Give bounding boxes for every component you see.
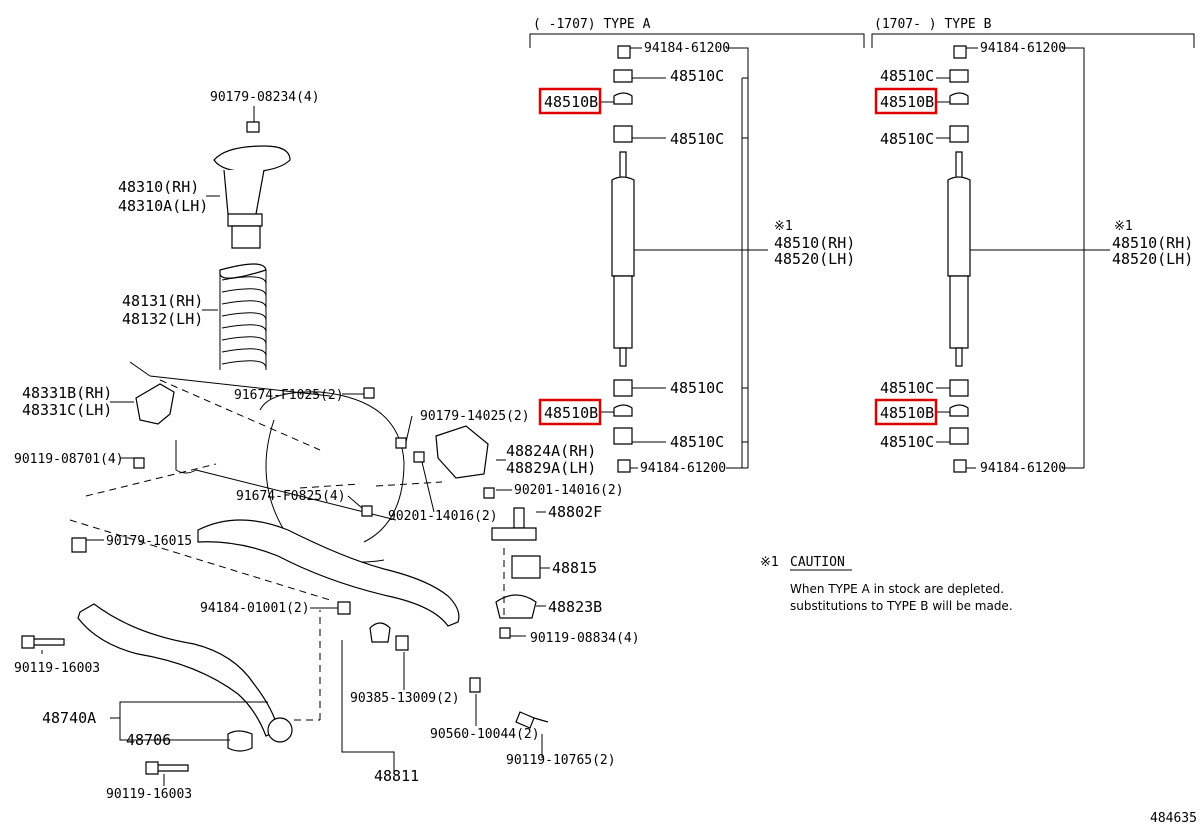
label-90119-16003-a: 90119-16003 (14, 661, 100, 676)
stabilizer-bar (197, 519, 460, 627)
figure-id: 484635 (1150, 811, 1197, 826)
label-91674-f0825: 91674-F0825(4) (236, 489, 346, 504)
label-90119-08834: 90119-08834(4) (530, 631, 640, 646)
caution-mark: ※1 (760, 555, 779, 570)
label-48331b-rh: 48331B(RH) (22, 384, 112, 402)
caution-line-2: substitutions to TYPE B will be made. (790, 599, 1013, 613)
label-90119-10765: 90119-10765(2) (506, 753, 616, 768)
label-48132-lh: 48132(LH) (122, 310, 203, 328)
label-90119-08701: 90119-08701(4) (14, 452, 124, 467)
label-90385-13009: 90385-13009(2) (350, 691, 460, 706)
highlight-b-48510b-top (874, 87, 938, 115)
b-note-mark: ※1 (1114, 219, 1133, 234)
type-b-header: (1707- ) TYPE B (874, 17, 992, 32)
caution-title: CAUTION (790, 555, 845, 570)
a-label-48510c-4: 48510C (670, 433, 724, 451)
b-label-48510c-1: 48510C (880, 67, 934, 85)
b-label-48510b-2: 48510B (880, 404, 934, 422)
b-label-48510c-3: 48510C (880, 379, 934, 397)
frame-rail (129, 361, 397, 563)
upper-spring-seat (213, 121, 291, 249)
label-90179-16015: 90179-16015 (106, 534, 192, 549)
b-label-48510-rh: 48510(RH) (1112, 234, 1193, 252)
label-48824a-rh: 48824A(RH) (506, 442, 596, 460)
type-a-header: ( -1707) TYPE A (533, 17, 651, 32)
label-48131-rh: 48131(RH) (122, 292, 203, 310)
coil-spring (219, 263, 267, 370)
b-label-48510b-1: 48510B (880, 93, 934, 111)
bump-stopper-bracket (135, 383, 175, 425)
label-90179-08234: 90179-08234(4) (210, 90, 320, 105)
label-48815: 48815 (552, 559, 597, 577)
a-label-48510b-2: 48510B (544, 404, 598, 422)
label-48823b: 48823B (548, 598, 602, 616)
type-b-shock-absorber (947, 45, 971, 473)
b-label-48520-lh: 48520(LH) (1112, 250, 1193, 268)
bushing-bracket (435, 425, 489, 479)
highlight-b-48510b-bottom (874, 398, 938, 426)
b-label-94184-bot: 94184-61200 (980, 461, 1066, 476)
highlight-a-48510b-bottom (538, 398, 602, 426)
label-48706: 48706 (126, 731, 171, 749)
b-label-48510c-2: 48510C (880, 130, 934, 148)
label-90119-16003-b: 90119-16003 (106, 787, 192, 802)
a-note-mark: ※1 (774, 219, 793, 234)
label-90179-14025: 90179-14025(2) (420, 409, 530, 424)
stabilizer-link (369, 622, 409, 651)
a-label-48510c-2: 48510C (670, 130, 724, 148)
a-label-48510b-1: 48510B (544, 93, 598, 111)
a-label-94184-top: 94184-61200 (644, 41, 730, 56)
caution-line-1: When TYPE A in stock are depleted. (790, 582, 1004, 596)
a-label-48520-lh: 48520(LH) (774, 250, 855, 268)
label-48802f: 48802F (548, 503, 602, 521)
b-label-48510c-4: 48510C (880, 433, 934, 451)
label-94184-01001: 94184-01001(2) (200, 601, 310, 616)
label-48740a: 48740A (42, 709, 96, 727)
bolts-small (21, 387, 549, 775)
lateral-control-rod (77, 603, 293, 752)
label-48310a-lh: 48310A(LH) (118, 197, 208, 215)
link-bushing-parts (491, 507, 541, 619)
a-label-48510c-3: 48510C (670, 379, 724, 397)
type-a-shock-absorber (611, 45, 635, 473)
label-90201-14016-b: 90201-14016(2) (388, 509, 498, 524)
label-48829a-lh: 48829A(LH) (506, 459, 596, 477)
a-label-48510c-1: 48510C (670, 67, 724, 85)
label-90560-10044: 90560-10044(2) (430, 727, 540, 742)
a-label-94184-bot: 94184-61200 (640, 461, 726, 476)
label-48811: 48811 (374, 767, 419, 785)
highlight-a-48510b-top (538, 87, 602, 115)
b-label-94184-top: 94184-61200 (980, 41, 1066, 56)
label-48331c-lh: 48331C(LH) (22, 401, 112, 419)
label-48310-rh: 48310(RH) (118, 178, 199, 196)
a-label-48510-rh: 48510(RH) (774, 234, 855, 252)
label-91674-f1025: 91674-F1025(2) (234, 388, 344, 403)
label-90201-14016-a: 90201-14016(2) (514, 483, 624, 498)
